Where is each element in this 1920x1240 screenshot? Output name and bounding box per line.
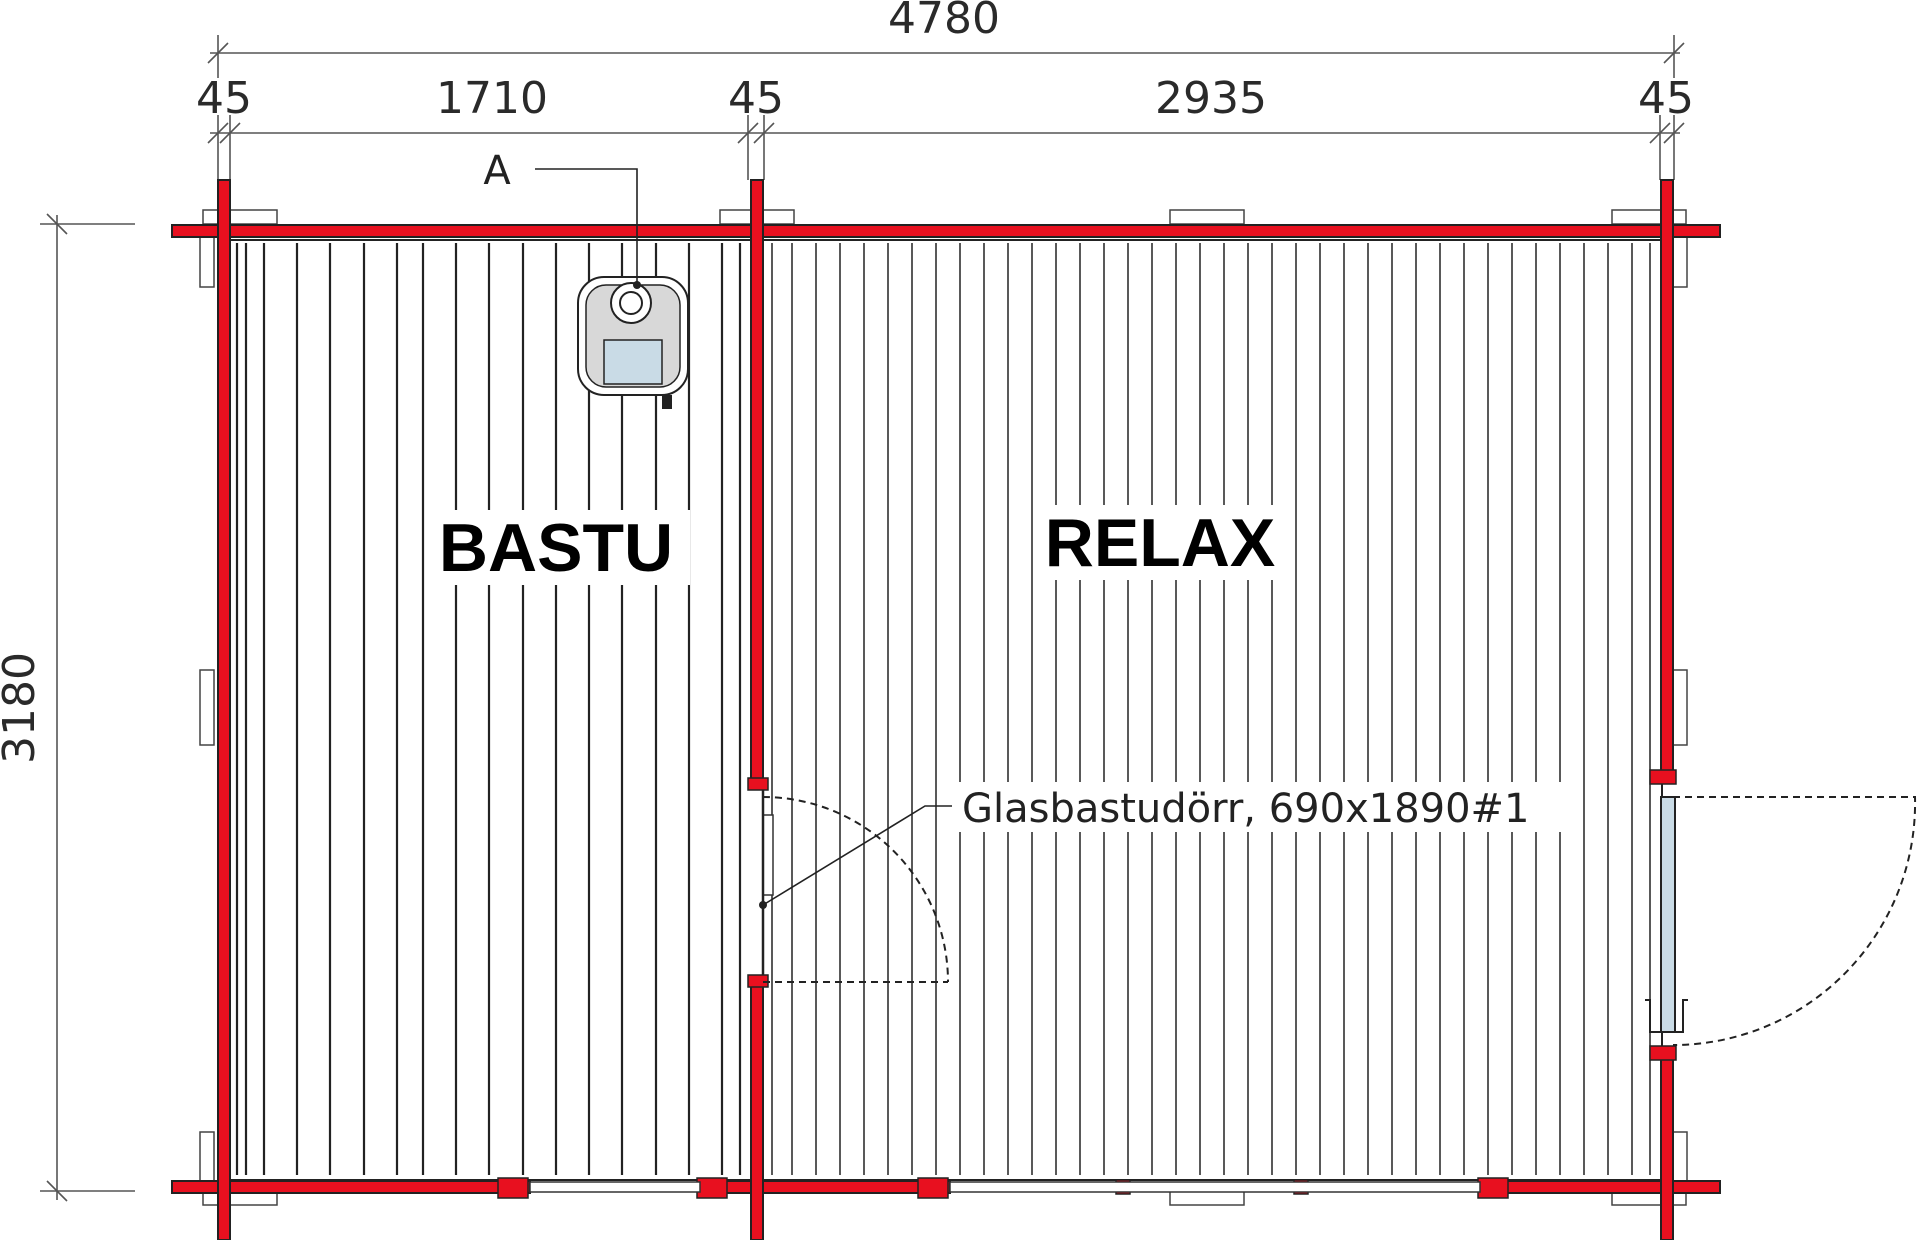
door-label: Glasbastudörr, 690x1890#1 [962,786,1530,832]
dimension-lines [40,35,1685,1202]
room-label-sauna: BASTU [439,510,673,586]
wall-bottom-right [1479,1180,1721,1194]
wall-top [171,224,1721,238]
dim-wall-left: 45 [196,73,252,124]
sauna-heater [577,276,689,409]
wall-left [217,179,231,1240]
dim-total-width: 4780 [888,0,1000,44]
wall-right-upper [1660,179,1674,781]
dimension-labels: 4780 45 1710 45 2935 45 3180 [0,0,1694,764]
wall-bottom-mid [699,1180,951,1194]
floor-boards [235,243,1651,1175]
dim-wall-middle: 45 [728,73,784,124]
entrance-door [1645,796,1917,1046]
dim-sauna-width: 1710 [436,73,548,124]
dim-wall-right: 45 [1638,73,1694,124]
heater-label: A [483,148,511,194]
room-label-relax: RELAX [1045,505,1275,581]
floor-outline [229,239,1663,1181]
heater-callout [535,168,641,289]
dim-relax-width: 2935 [1155,73,1267,124]
door-callout [759,805,952,909]
wall-middle-upper [750,179,764,781]
dim-total-depth: 3180 [0,652,45,764]
sauna-door [761,790,949,983]
wall-middle-lower [750,984,764,1240]
wall-right-lower [1660,1054,1674,1240]
windows [529,1181,1481,1193]
walls [171,179,1721,1240]
